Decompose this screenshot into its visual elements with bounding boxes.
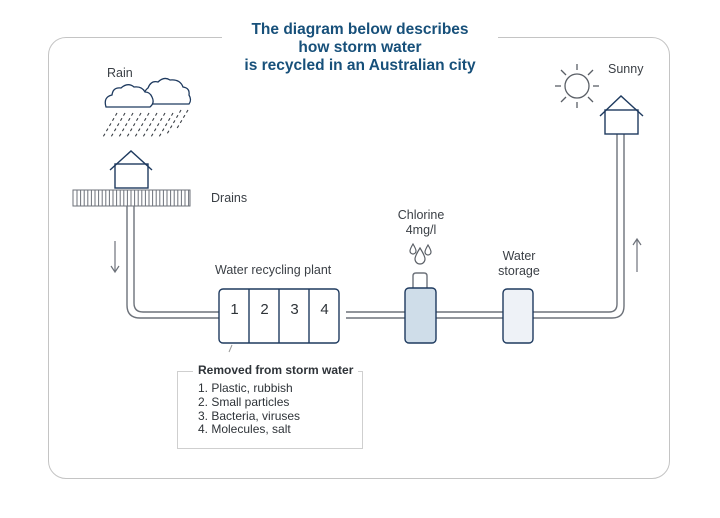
title-line-3: is recycled in an Australian city xyxy=(244,57,476,74)
recycling-plant-box xyxy=(218,288,340,344)
water-drops-icon xyxy=(409,242,432,265)
house-icon xyxy=(109,150,153,189)
chlorine-label: Chlorine 4mg/l xyxy=(386,208,456,238)
drains-label: Drains xyxy=(211,191,248,205)
rain-label: Rain xyxy=(107,66,133,80)
plant-stage-4: 4 xyxy=(320,301,329,318)
sun-icon xyxy=(555,64,599,108)
storage-label-line-1: Water xyxy=(502,249,536,263)
legend-item: 4. Molecules, salt xyxy=(198,422,291,437)
legend-title: Removed from storm water xyxy=(193,363,359,377)
chlorine-name: Chlorine xyxy=(397,208,445,222)
cloud-icon xyxy=(104,77,192,108)
plant-stage-2: 2 xyxy=(260,301,269,318)
legend-list: 1. Plastic, rubbish 2. Small particles 3… xyxy=(198,381,301,437)
drain-grate-icon xyxy=(72,189,191,207)
legend-item: 1. Plastic, rubbish xyxy=(198,381,293,395)
title-line-1: The diagram below describes xyxy=(251,21,469,38)
legend-item: 3. Bacteria, viruses xyxy=(198,408,301,423)
title-line-2: how storm water xyxy=(298,39,422,56)
chlorine-dose: 4mg/l xyxy=(405,223,437,237)
storage-label: Water storage xyxy=(484,249,554,279)
arrow-up-icon xyxy=(632,237,642,272)
water-storage-tank xyxy=(502,288,534,344)
house-icon xyxy=(599,95,644,135)
diagram-title: The diagram below describes how storm wa… xyxy=(222,21,498,75)
legend-leader xyxy=(228,344,233,353)
chlorine-tank xyxy=(404,272,437,344)
plant-stage-3: 3 xyxy=(290,301,299,318)
sunny-label: Sunny xyxy=(608,62,644,76)
plant-stage-1: 1 xyxy=(230,301,239,318)
rain-icon xyxy=(102,109,189,138)
storage-label-line-2: storage xyxy=(498,264,540,278)
legend-item: 2. Small particles xyxy=(198,394,290,409)
arrow-down-icon xyxy=(110,241,120,274)
plant-label: Water recycling plant xyxy=(215,263,332,277)
pipe xyxy=(126,133,625,319)
